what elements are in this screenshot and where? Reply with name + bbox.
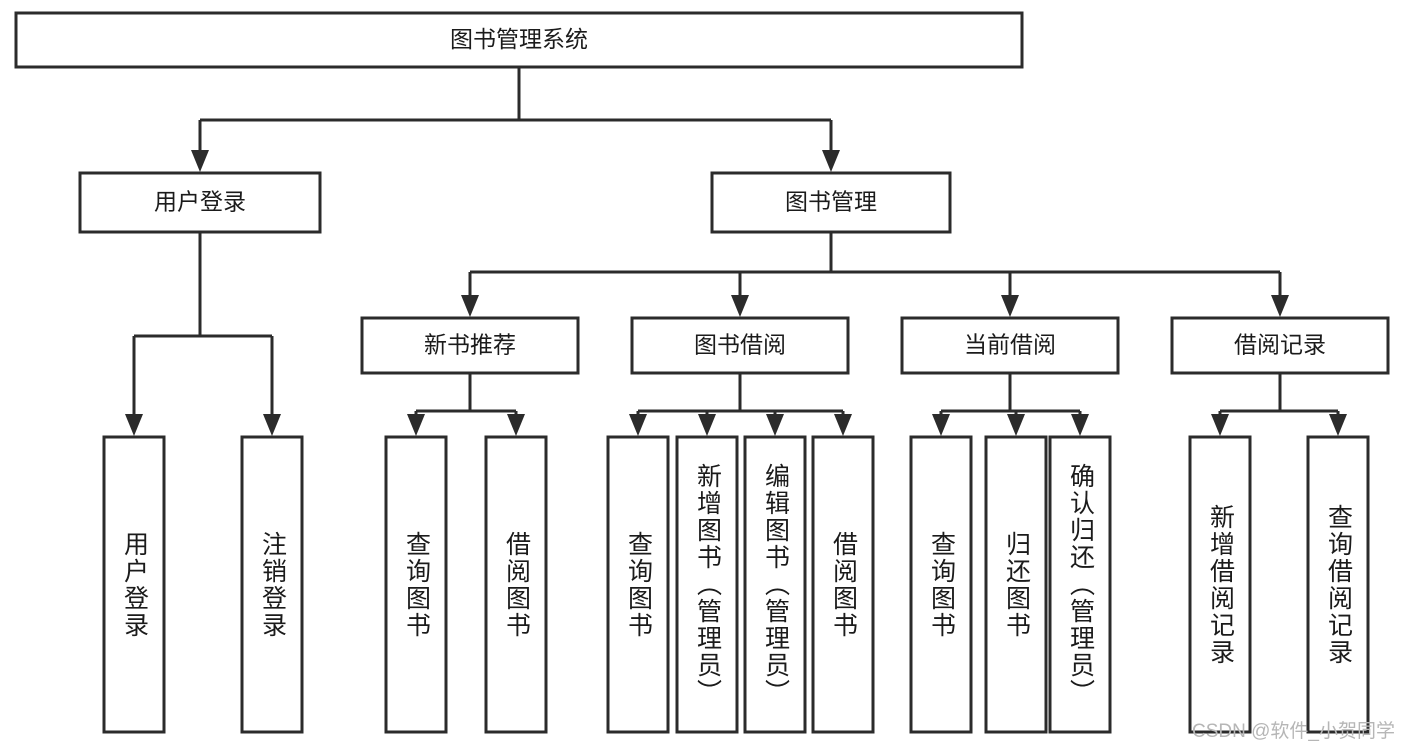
node-label-book-borrow: 图书借阅	[694, 332, 786, 358]
node-box-current-borrow[interactable]	[900, 316, 1120, 375]
node-box-book-borrow[interactable]	[630, 316, 850, 375]
node-box-root[interactable]	[14, 11, 1024, 69]
node-box-book-manage[interactable]	[710, 171, 952, 234]
connector-arrowhead	[731, 295, 749, 317]
node-box-user-login[interactable]	[78, 171, 322, 234]
node-label-current-borrow: 当前借阅	[964, 332, 1056, 358]
node-label-book-manage: 图书管理	[785, 189, 877, 215]
node-box-leaf-query-book-3[interactable]	[909, 435, 973, 734]
connector-arrowhead	[407, 414, 425, 436]
connector-arrowhead	[698, 414, 716, 436]
boxes-layer	[14, 11, 1390, 734]
connector-arrowhead	[1211, 414, 1229, 436]
node-box-leaf-add-record[interactable]	[1188, 435, 1252, 734]
connector-arrowhead	[766, 414, 784, 436]
connector-arrowhead	[125, 414, 143, 436]
node-box-leaf-borrow-book-2[interactable]	[811, 435, 875, 734]
csdn-watermark: CSDN @软件_小贺同学	[1192, 721, 1395, 742]
node-box-leaf-query-book-2[interactable]	[606, 435, 670, 734]
connector-arrowhead	[1071, 414, 1089, 436]
connector-arrowhead	[507, 414, 525, 436]
node-box-leaf-return-book[interactable]	[984, 435, 1048, 734]
connector-arrowhead	[1007, 414, 1025, 436]
node-box-borrow-record[interactable]	[1170, 316, 1390, 375]
node-box-new-book-recommend[interactable]	[360, 316, 580, 375]
node-box-leaf-user-logout[interactable]	[240, 435, 304, 734]
node-label-borrow-record: 借阅记录	[1234, 332, 1326, 358]
connector-arrowhead	[1271, 295, 1289, 317]
connectors-layer	[125, 67, 1347, 436]
connector-arrowhead	[932, 414, 950, 436]
connector-arrowhead	[834, 414, 852, 436]
connector-arrowhead	[191, 150, 209, 172]
connector-arrowhead	[1329, 414, 1347, 436]
node-label-root: 图书管理系统	[450, 26, 588, 52]
node-box-leaf-add-book[interactable]	[675, 435, 739, 734]
node-box-leaf-confirm-return[interactable]	[1048, 435, 1112, 734]
node-label-user-login: 用户登录	[154, 189, 246, 215]
node-box-leaf-query-record[interactable]	[1306, 435, 1370, 734]
node-label-new-book-recommend: 新书推荐	[424, 332, 516, 358]
node-box-leaf-borrow-book-1[interactable]	[484, 435, 548, 734]
connector-arrowhead	[1001, 295, 1019, 317]
connector-arrowhead	[629, 414, 647, 436]
connector-arrowhead	[263, 414, 281, 436]
node-box-leaf-user-login[interactable]	[102, 435, 166, 734]
node-box-leaf-query-book-1[interactable]	[384, 435, 448, 734]
connector-arrowhead	[822, 150, 840, 172]
node-box-leaf-edit-book[interactable]	[743, 435, 807, 734]
connector-arrowhead	[461, 295, 479, 317]
